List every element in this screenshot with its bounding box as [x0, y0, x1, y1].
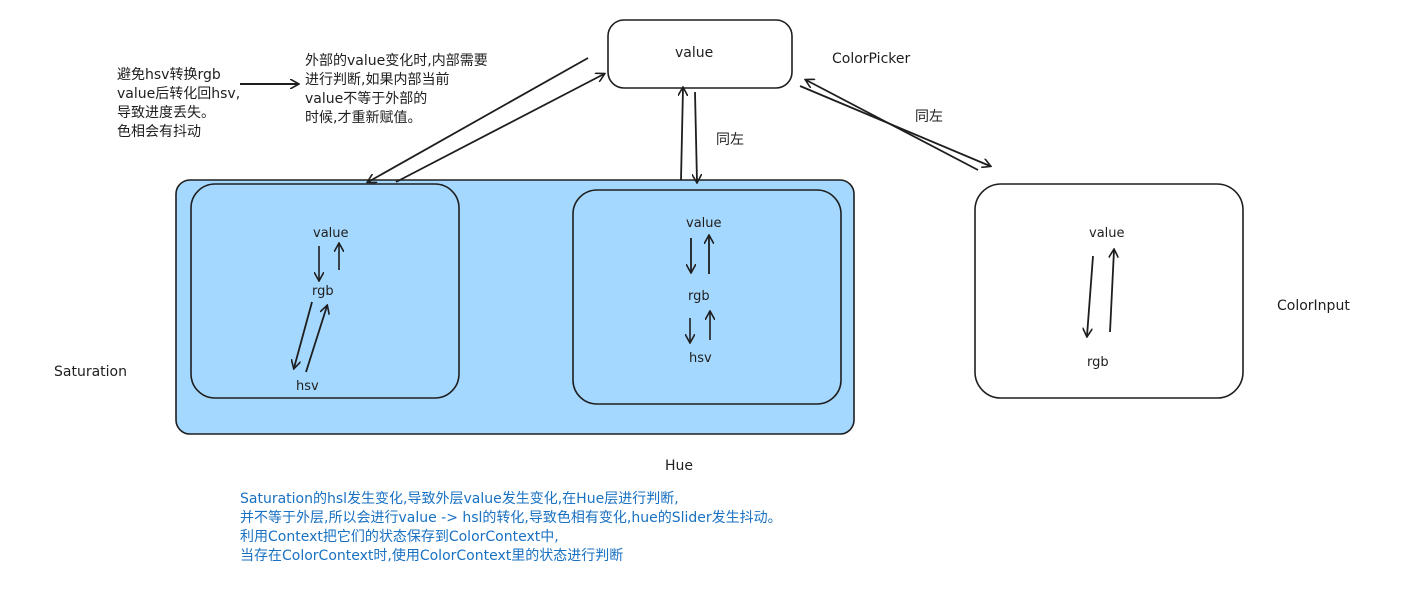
hue-box — [572, 189, 842, 405]
ci-value-to-rgb — [1087, 255, 1094, 336]
bottom-note-line: 利用Context把它们的状态保存到ColorContext中, — [240, 529, 559, 545]
top-value-label: value — [675, 45, 714, 61]
sat-rgb-label: rgb — [312, 284, 334, 299]
ci-rgb-to-value — [1110, 250, 1114, 333]
top-value-node — [607, 19, 793, 89]
arrow-hue-to-top — [681, 88, 683, 181]
left-note-line: 色相会有抖动 — [117, 124, 201, 140]
sat-hsv-to-rgb — [305, 306, 327, 373]
ci-value-label: value — [1089, 226, 1125, 241]
sat-rgb-to-hsv — [294, 301, 313, 368]
hue-value-label: value — [686, 216, 722, 231]
colorinput-box — [974, 183, 1244, 399]
same-left-label-colorinput: 同左 — [915, 109, 943, 125]
left-note: 避免hsv转换rgb value后转化回hsv, 导致进度丢失。 色相会有抖动 — [117, 66, 240, 142]
saturation-box — [190, 183, 460, 399]
left-note-line: value后转化回hsv, — [117, 86, 241, 102]
left-note-line: 避免hsv转换rgb — [117, 67, 221, 83]
sat-hsv-label: hsv — [296, 379, 319, 394]
same-left-label-hue: 同左 — [716, 132, 744, 148]
bottom-note: Saturation的hsl发生变化,导致外层value发生变化,在Hue层进行… — [240, 490, 782, 566]
arrow-colorinput-to-top — [806, 80, 979, 171]
mid-note-line: 进行判断,如果内部当前 — [305, 72, 450, 88]
mid-note: 外部的value变化时,内部需要 进行判断,如果内部当前 value不等于外部的… — [305, 52, 488, 128]
arrow-top-to-hue — [695, 91, 697, 182]
arrow-top-to-saturation — [368, 57, 589, 182]
hue-label: Hue — [665, 458, 694, 474]
left-note-line: 导致进度丢失。 — [117, 105, 215, 121]
mid-note-line: 时候,才重新赋值。 — [305, 110, 422, 126]
hue-hsv-label: hsv — [689, 351, 712, 366]
saturation-label: Saturation — [54, 364, 127, 380]
sat-value-label: value — [313, 226, 349, 241]
mid-note-line: 外部的value变化时,内部需要 — [305, 53, 488, 69]
colorinput-label: ColorInput — [1277, 298, 1350, 314]
bottom-note-line: Saturation的hsl发生变化,导致外层value发生变化,在Hue层进行… — [240, 491, 679, 507]
ci-rgb-label: rgb — [1087, 355, 1109, 370]
mid-note-line: value不等于外部的 — [305, 91, 428, 107]
colorpicker-label: ColorPicker — [832, 51, 911, 67]
bottom-note-line: 当存在ColorContext时,使用ColorContext里的状态进行判断 — [240, 548, 624, 564]
hue-rgb-label: rgb — [688, 289, 710, 304]
arrow-saturation-to-top — [395, 74, 604, 183]
bottom-note-line: 并不等于外层,所以会进行value -> hsl的转化,导致色相有变化,hue的… — [240, 510, 782, 526]
